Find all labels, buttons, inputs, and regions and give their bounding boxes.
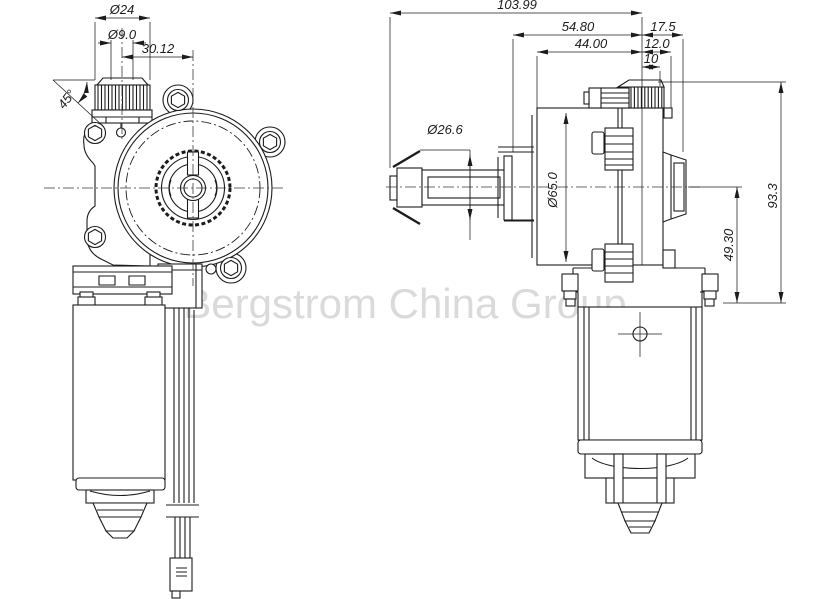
armature-shaft	[91, 77, 153, 138]
hex-bolt-icon	[258, 130, 282, 154]
hex-bolt-icon	[219, 256, 243, 280]
center-lines	[44, 28, 286, 286]
hex-bolt-icon	[83, 225, 107, 249]
terminal-studs	[591, 127, 634, 283]
dim-gear-housing-diameter: Ø65.0	[545, 172, 560, 209]
dim-worm-depth-12: 12.0	[644, 36, 670, 51]
dim-housing-length: 44.00	[575, 36, 608, 51]
wire-connector	[169, 557, 193, 592]
worm-shaft	[583, 79, 665, 109]
output-shaft	[389, 146, 534, 226]
front-view: Ø24 Ø9.0 30.12 45°	[44, 2, 286, 599]
dim-worm-depth-10: 10	[644, 51, 659, 66]
retaining-clip	[392, 149, 421, 226]
side-end-cap	[577, 439, 703, 534]
dim-knurl-diameter: Ø24	[109, 2, 135, 17]
motor-end-cap	[75, 477, 166, 539]
dim-overall-length: 103.99	[497, 0, 537, 12]
dim-gearbox-length: 54.80	[562, 19, 595, 34]
lead-wires	[166, 308, 199, 599]
motor-flange	[72, 265, 173, 295]
dim-overall-height: 93.3	[765, 183, 780, 209]
shaft-flange	[503, 155, 513, 221]
pilot-hole	[205, 263, 217, 275]
motor-body	[72, 291, 166, 481]
dim-center-offset: 30.12	[142, 41, 175, 56]
watermark-text: Bergstrom China Group	[183, 280, 627, 327]
side-view: 103.99 54.80 17.5 44.00 12.0 10 Ø26.6 Ø6…	[386, 0, 786, 534]
knurl-hatch	[97, 85, 148, 110]
dim-output-shaft-diameter: Ø26.6	[426, 122, 463, 137]
dim-center-height: 49.30	[721, 228, 736, 261]
dim-chamfer-angle: 45°	[54, 87, 78, 112]
hex-bolt-icon	[166, 88, 190, 112]
side-motor-body	[577, 306, 703, 441]
dim-shaft-diameter: Ø9.0	[107, 27, 137, 42]
side-motor-flange	[561, 249, 719, 307]
dim-worm-depth-175: 17.5	[650, 19, 676, 34]
side-view-dimensions: 103.99 54.80 17.5 44.00 12.0 10 Ø26.6 Ø6…	[389, 0, 786, 304]
vent-hole	[115, 127, 127, 138]
